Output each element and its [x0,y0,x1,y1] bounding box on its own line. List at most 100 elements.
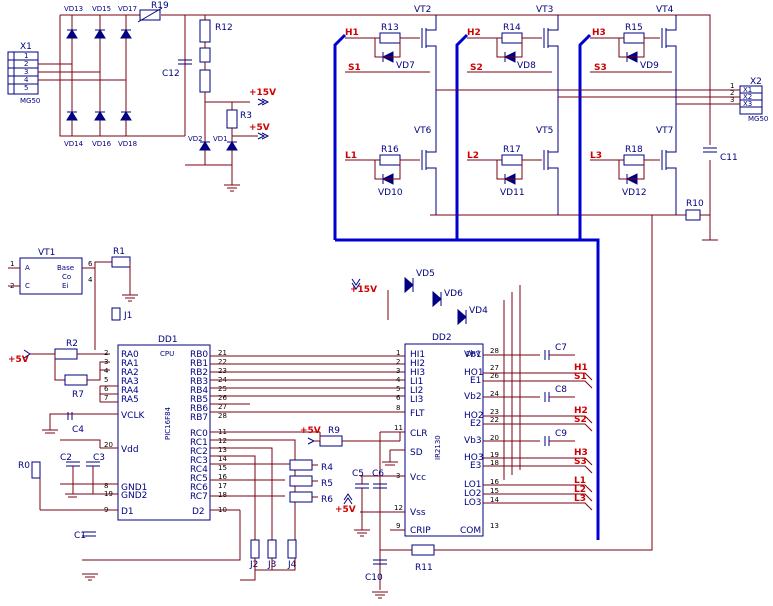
dd2-pin-hi2: HI2 [410,359,425,369]
dd2-pin-sd: SD [410,448,423,458]
vt1-pin-co: Co [62,273,71,281]
dd1-num-6: 6 [104,385,109,393]
dd2-pin-lo3: LO3 [464,498,482,508]
dd1-right-pins: RB0 RB1 RB2 RB3 RB4 RB5 RB6 RB7 RC0 RC1 … [190,349,400,540]
out-s3: S3 [574,457,587,467]
dd2-num-16: 16 [490,478,499,486]
dd1-pin-rc7: RC7 [190,492,208,502]
vt1-num-6: 6 [88,260,93,268]
dd2-pin-ho3: HO3 [464,453,484,463]
j2-label: J2 [249,560,258,570]
out-h2: H2 [574,406,588,416]
rail-5v-driver: +5V [335,505,356,515]
dd1-pin-rc5: RC5 [190,474,208,484]
r1-label: R1 [113,247,125,257]
dd1-num-7: 7 [104,394,108,402]
out-l3: L3 [574,494,586,504]
c1-label: C1 [74,531,86,541]
h1-label: H1 [345,28,359,38]
x2-pin-3: 3 [730,96,734,104]
vt5-label: VT5 [536,126,553,136]
vt1-pin-c: C [25,282,30,290]
dd1-num-27: 27 [218,403,227,411]
vd5-label: VD5 [416,269,435,279]
dd2-num-26: 26 [490,372,499,380]
vd7-label: VD7 [396,61,415,71]
vt1-num-4: 4 [88,276,93,284]
dd1-microcontroller: DD1 CPU PIC16F84 RA0 RA1 RA2 RA3 RA4 RA5… [40,335,400,540]
x1-pin-5: 5 [24,84,28,92]
dd1-pin-rb0: RB0 [190,350,208,360]
dd1-pin-ra3: RA3 [121,377,139,387]
dd1-pin-rc0: RC0 [190,429,208,439]
dd1-support-components: C4 R0 C2 C3 C1 [18,412,241,581]
r7-label: R7 [72,390,84,400]
dd1-pin-rc1: RC1 [190,438,208,448]
vd2-label: VD2 [188,135,203,143]
vd14-label: VD14 [64,140,84,148]
dd2-pin-vss: Vss [410,508,426,518]
r4-label: R4 [321,463,333,473]
dd1-num-21: 21 [218,349,227,357]
dd1-num-20: 20 [104,441,113,449]
dd2-pin-vcc: Vcc [410,473,426,483]
vt1-pin-base: Base [57,264,74,272]
vt7-label: VT7 [656,126,673,136]
phase-bus-lines [333,33,600,540]
rail-5v-input: +5V [8,355,29,365]
dd1-pin-ra2: RA2 [121,368,139,378]
x1-pin-4: 4 [24,76,29,84]
x2-pin-1: 1 [730,82,734,90]
connector-x2: X2 1 2 3 X1 X2 X3 MG50 [730,77,768,123]
dd1-num-26: 26 [218,394,227,402]
dd2-pin-e2: E2 [470,419,481,429]
phase-2: R14 VD8 VT3 H2 S2 R17 VD11 VT5 L2 [467,5,730,215]
r10-label: R10 [686,199,704,209]
j1-label: J1 [123,311,132,321]
rail-5v-label: +5V [249,123,270,133]
out-h3: H3 [574,448,588,458]
dd2-num-9: 9 [396,522,400,530]
c10-label: C10 [365,573,383,583]
dd1-num-18: 18 [218,491,227,499]
c12-label: C12 [162,69,180,79]
dd2-pin-vb1: Vb1 [464,350,482,360]
vt2-label: VT2 [414,5,431,15]
dd1-num-17: 17 [218,482,227,490]
r16-label: R16 [381,145,399,155]
dd2-pin-li2: LI2 [410,386,423,396]
vt1-pin-a: A [25,264,30,272]
j4-label: J4 [287,560,297,570]
r19-label: R19 [151,1,169,11]
dd2-num-11: 11 [394,424,403,432]
vd12-label: VD12 [622,188,647,198]
dd1-pin-rc6: RC6 [190,483,208,493]
dd1-sub: CPU [160,350,174,358]
dd2-pin-crip: CRIP [410,526,431,536]
dd1-pin-ra1: RA1 [121,359,139,369]
x1-wires [38,14,206,137]
phase-1: R13 VD7 VT2 H1 S1 R16 VD10 VT6 L1 [345,5,730,215]
dd2-num-13: 13 [490,522,499,530]
vd17-label: VD17 [118,5,137,13]
dd2-pin-li1: LI1 [410,377,423,387]
r19-thermistor: R19 [137,1,169,23]
dd1-pin-ra4: RA4 [121,386,139,396]
r14-label: R14 [503,23,521,33]
dd2-num-23: 23 [490,408,499,416]
vd4-label: VD4 [469,306,488,316]
dd1-pin-ra5: RA5 [121,395,139,405]
dd1-num-15: 15 [218,464,227,472]
input-network: +5V R2 R7 [8,339,110,400]
vt3-label: VT3 [536,5,553,15]
dd1-num-12: 12 [218,437,227,445]
dd1-left-pins: RA0 RA1 RA2 RA3 RA4 RA5 VCLK Vdd GND1 GN… [40,349,147,517]
dd2-num-22: 22 [490,416,499,424]
dd1-pin-gnd2: GND2 [121,491,147,501]
dd2-pin-e1: E1 [470,376,481,386]
out-s2: S2 [574,415,587,425]
dd1-pin-gnd1: GND1 [121,483,147,493]
s1-label: S1 [348,63,361,73]
dd1-num-25: 25 [218,385,227,393]
